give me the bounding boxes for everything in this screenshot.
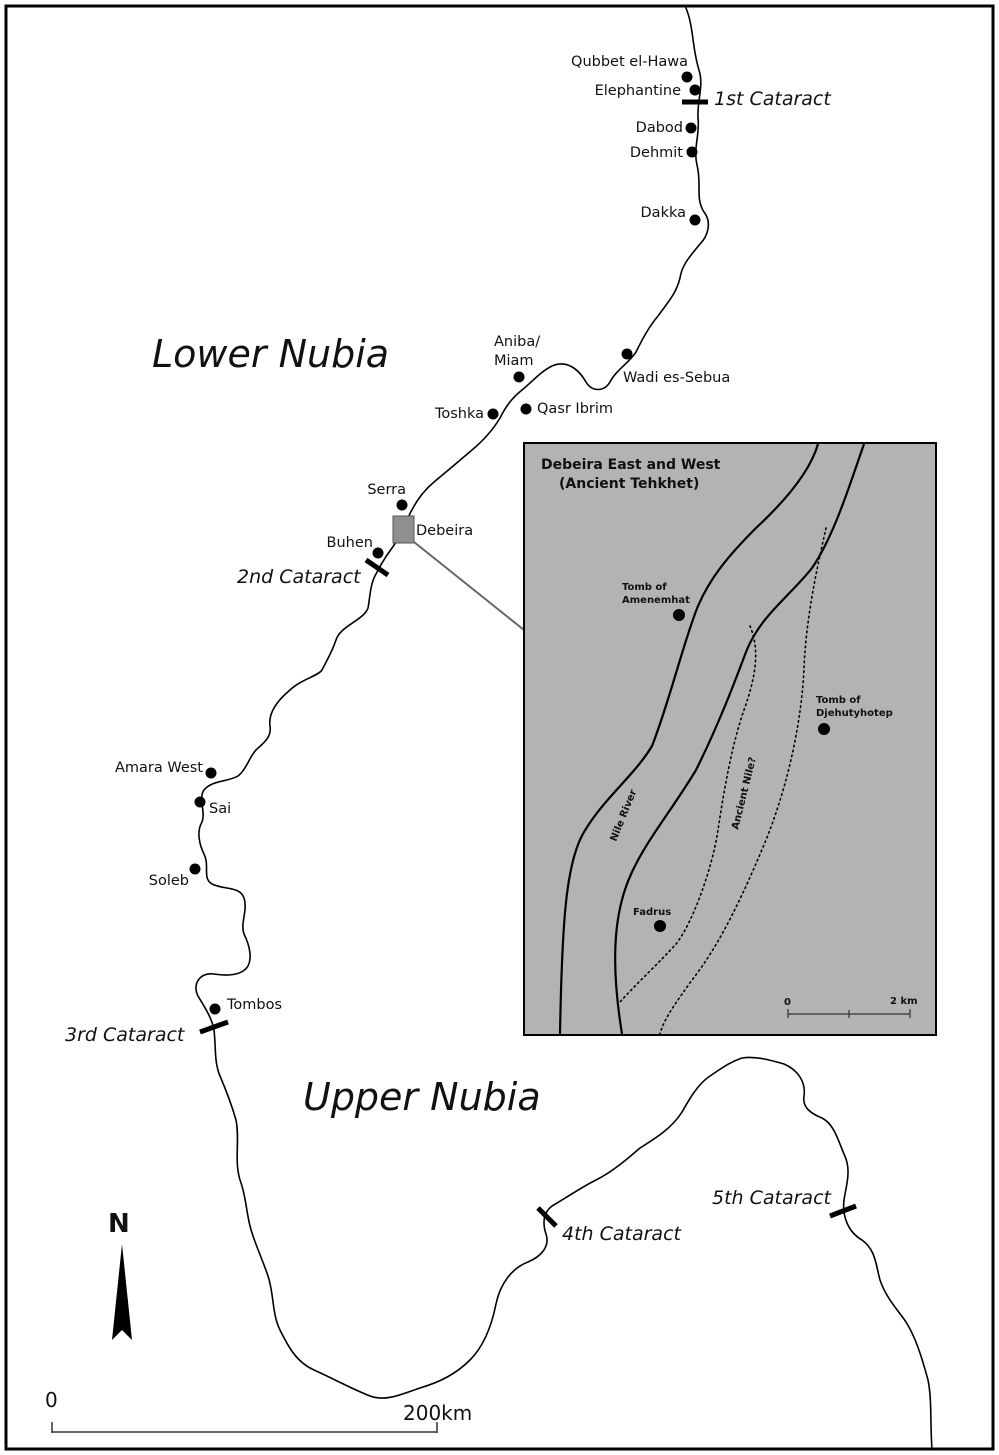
- inset-scale-end: 2 km: [890, 996, 918, 1007]
- north-arrow: N: [108, 1209, 132, 1340]
- cataract-label-3: 3rd Cataract: [65, 1024, 186, 1046]
- site-label-qubbet-el-hawa: Qubbet el-Hawa: [571, 54, 688, 70]
- site-label-toshka: Toshka: [434, 406, 484, 422]
- site-dot-qubbet-el-hawa: [681, 71, 693, 83]
- inset-ancient-nile-channel-2: [619, 625, 757, 1003]
- site-label-amara-west: Amara West: [115, 760, 203, 776]
- inset-title-line-1: Debeira East and West: [541, 457, 721, 473]
- inset-dot-tomb-djehutyhotep: [818, 723, 830, 735]
- cataract-bar-2: [364, 557, 390, 578]
- site-label-qasr-ibrim: Qasr Ibrim: [537, 401, 613, 417]
- site-label-dabod: Dabod: [636, 120, 683, 136]
- site-dot-amara-west: [205, 767, 217, 779]
- inset-label-tomb-amenemhat-1: Tomb of: [622, 582, 667, 593]
- inset-label-tomb-amenemhat-2: Amenemhat: [622, 595, 690, 606]
- site-dot-sai: [194, 796, 206, 808]
- site-labels: Qubbet el-Hawa Elephantine Dabod Dehmit …: [115, 54, 730, 1013]
- site-label-dakka: Dakka: [641, 205, 686, 221]
- site-dot-wadi-es-sebua: [621, 348, 633, 360]
- site-dot-qasr-ibrim: [520, 403, 532, 415]
- site-dot-buhen: [372, 547, 384, 559]
- inset-connector-line: [413, 541, 525, 631]
- inset-dot-fadrus: [654, 920, 666, 932]
- main-scale-bar: 0 200km: [45, 1388, 472, 1433]
- cataract-label-4: 4th Cataract: [562, 1223, 683, 1245]
- inset-scale-start: 0: [784, 997, 791, 1008]
- inset-ancient-nile-channel-1: [659, 527, 827, 1035]
- north-arrow-label: N: [108, 1209, 130, 1239]
- inset-label-tomb-djehutyhotep-1: Tomb of: [816, 695, 861, 706]
- site-dots: [189, 71, 701, 1015]
- site-dot-dehmit: [686, 146, 698, 158]
- cataract-label-1: 1st Cataract: [714, 88, 832, 110]
- site-label-tombos: Tombos: [226, 997, 282, 1013]
- debeira-inset-marker: [392, 515, 415, 544]
- inset-label-fadrus: Fadrus: [633, 907, 671, 918]
- site-dot-soleb: [189, 863, 201, 875]
- site-label-soleb: Soleb: [149, 873, 189, 889]
- site-label-elephantine: Elephantine: [595, 83, 681, 99]
- cataract-label-2: 2nd Cataract: [237, 566, 362, 588]
- site-dot-toshka: [487, 408, 499, 420]
- site-dot-dakka: [689, 214, 701, 226]
- site-label-miam: Miam: [494, 353, 534, 369]
- site-label-serra: Serra: [367, 482, 406, 498]
- north-arrow-icon: [112, 1244, 132, 1340]
- cataract-label-5: 5th Cataract: [712, 1187, 833, 1209]
- inset-dot-tomb-amenemhat: [673, 609, 685, 621]
- site-label-dehmit: Dehmit: [630, 145, 683, 161]
- scale-bar-end-label: 200km: [403, 1401, 472, 1425]
- site-label-aniba: Aniba/: [494, 334, 540, 350]
- site-dot-serra: [396, 499, 408, 511]
- inset-background: [523, 442, 937, 1036]
- region-label-lower-nubia: Lower Nubia: [152, 332, 389, 376]
- nile-river-main: [195, 7, 933, 1451]
- site-dot-tombos: [209, 1003, 221, 1015]
- site-label-buhen: Buhen: [327, 535, 373, 551]
- site-dot-dabod: [685, 122, 697, 134]
- cataract-bar-5: [829, 1203, 857, 1219]
- site-label-wadi-es-sebua: Wadi es-Sebua: [623, 370, 730, 386]
- inset-nile-west-bank: [558, 443, 820, 1035]
- inset-nile-east-bank: [614, 443, 866, 1035]
- scale-bar-start-label: 0: [45, 1388, 58, 1412]
- site-dot-elephantine: [689, 84, 701, 96]
- site-label-debeira: Debeira: [416, 523, 473, 539]
- inset-scale-bar: 0 2 km: [784, 996, 918, 1018]
- cataract-bar-4: [536, 1206, 558, 1228]
- site-label-sai: Sai: [209, 801, 231, 817]
- cataract-bar-3: [199, 1019, 229, 1035]
- inset-map: Debeira East and West (Ancient Tehkhet) …: [523, 442, 937, 1036]
- region-label-upper-nubia: Upper Nubia: [303, 1075, 541, 1119]
- inset-label-tomb-djehutyhotep-2: Djehutyhotep: [816, 708, 893, 719]
- site-dot-aniba: [513, 371, 525, 383]
- inset-title-line-2: (Ancient Tehkhet): [559, 476, 699, 492]
